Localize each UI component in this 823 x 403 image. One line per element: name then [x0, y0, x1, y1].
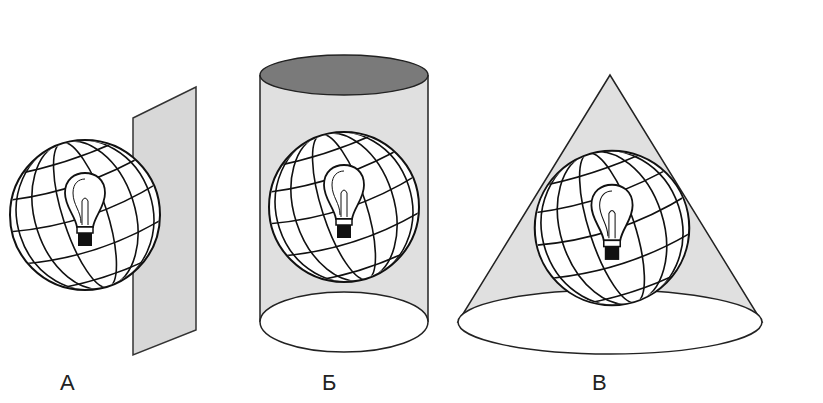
figure-letter: А: [60, 372, 75, 394]
figure-letter: Б: [322, 372, 336, 394]
figure-letter: В: [592, 372, 607, 394]
